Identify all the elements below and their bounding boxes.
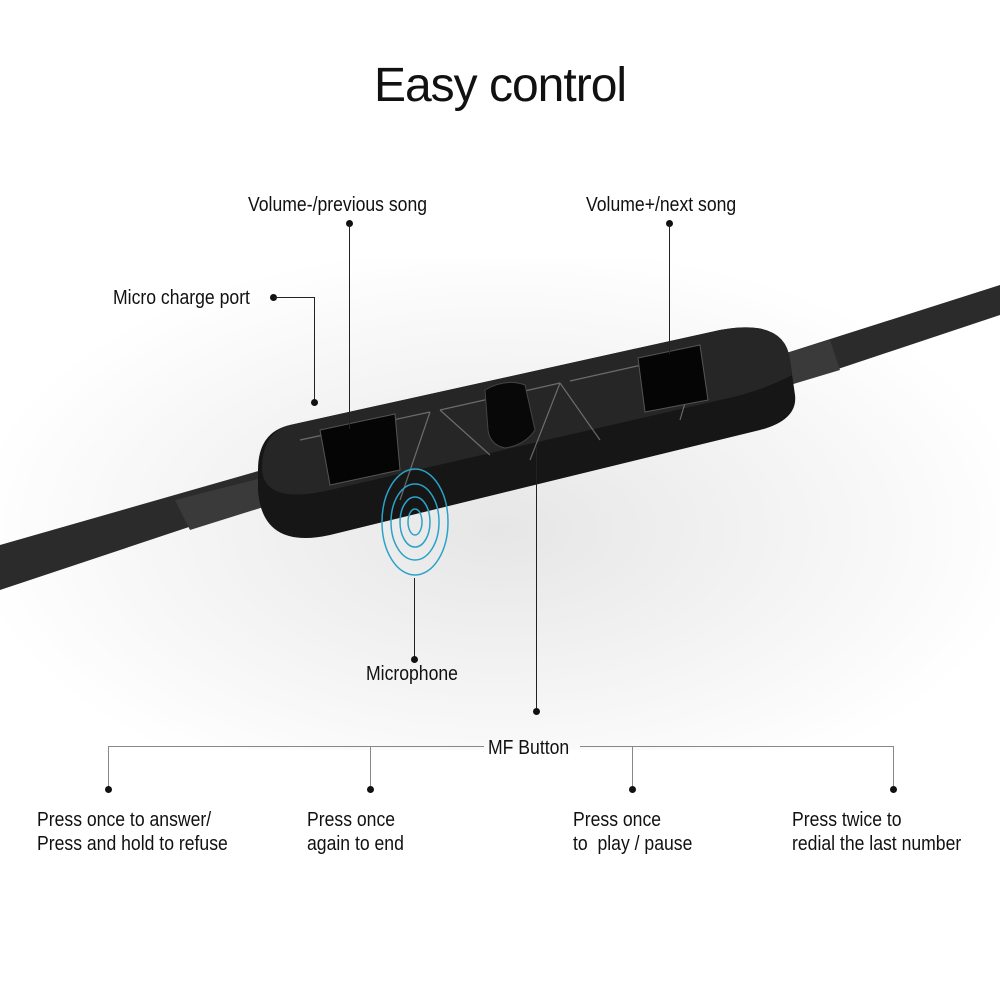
mf-function-end: Press once again to end	[307, 809, 404, 855]
mf-bracket-left	[108, 746, 484, 747]
volume-down-button	[319, 413, 401, 486]
mf-function-answer: Press once to answer/ Press and hold to …	[37, 809, 228, 855]
charge-port-label: Micro charge port	[113, 287, 250, 309]
microphone-leader	[414, 578, 415, 658]
mf-drop-4	[893, 746, 894, 788]
mf-button-label: MF Button	[488, 737, 570, 759]
mf-dot-3	[629, 786, 636, 793]
charge-port-leader-v	[314, 297, 315, 401]
mf-button-shape	[484, 381, 536, 449]
mf-drop-1	[108, 746, 109, 788]
charge-port-dot-end	[311, 399, 318, 406]
volume-up-leader	[669, 224, 670, 354]
mf-bracket-right	[580, 746, 894, 747]
volume-down-label: Volume-/previous song	[248, 194, 428, 216]
mf-function-redial: Press twice to redial the last number	[792, 809, 962, 855]
page-title: Easy control	[373, 59, 627, 112]
volume-up-dot	[666, 220, 673, 227]
mf-dot-4	[890, 786, 897, 793]
microphone-label: Microphone	[366, 663, 458, 685]
mf-dot-1	[105, 786, 112, 793]
microphone-dot	[411, 656, 418, 663]
mf-dot-2	[367, 786, 374, 793]
mf-drop-2	[370, 746, 371, 788]
mf-drop-3	[632, 746, 633, 788]
volume-down-leader	[349, 224, 350, 429]
mf-leader	[536, 445, 537, 710]
mf-dot	[533, 708, 540, 715]
charge-port-dot-start	[270, 294, 277, 301]
charge-port-leader-h	[274, 297, 315, 298]
remote-control-illustration	[0, 285, 1000, 590]
volume-down-dot	[346, 220, 353, 227]
microphone-rings-icon	[381, 468, 449, 576]
mf-function-play-pause: Press once to play / pause	[573, 809, 693, 855]
volume-up-button	[637, 344, 709, 413]
volume-up-label: Volume+/next song	[586, 194, 737, 216]
